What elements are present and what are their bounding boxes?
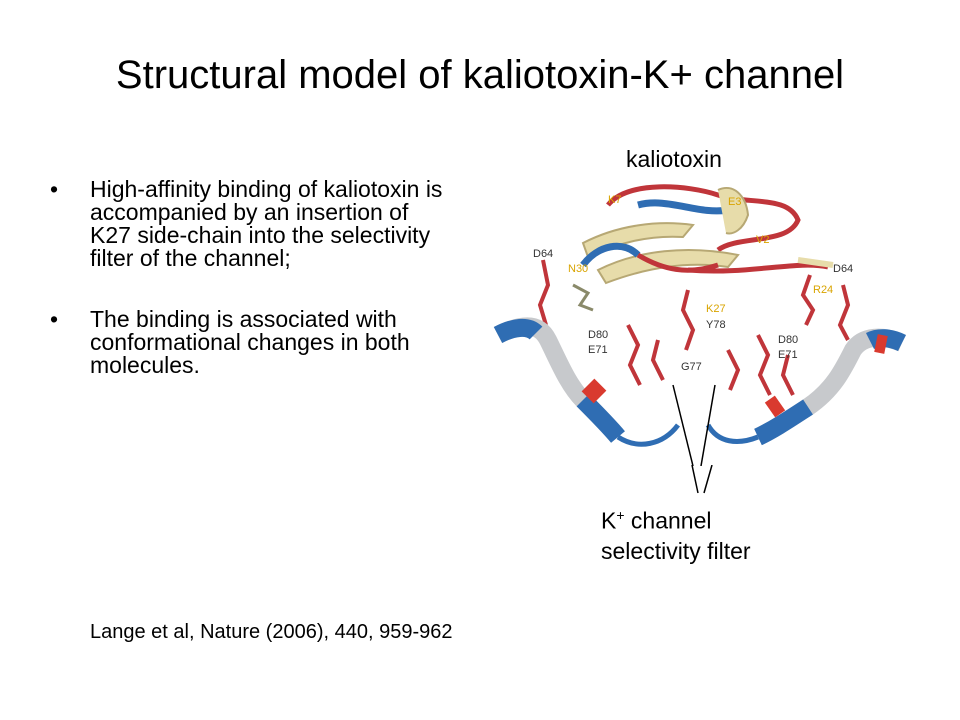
selectivity-filter-label-line1: K+ channel — [601, 500, 751, 536]
pointer-line — [700, 384, 716, 467]
structure-illustration: K7 E3 V2 D64 N30 D64 R24 K27 Y78 D80 E71… — [493, 184, 907, 467]
bullet-list: • High-affinity binding of kaliotoxin is… — [50, 178, 450, 415]
n30-sidechain — [572, 283, 594, 312]
residue-label: D64 — [533, 248, 553, 260]
residue-label: R24 — [813, 284, 833, 296]
pointer-line-extension — [691, 465, 713, 494]
toxin-strand — [637, 199, 729, 215]
residue-label: Y78 — [706, 319, 726, 331]
toxin-loop — [606, 184, 801, 253]
slide-title: Structural model of kaliotoxin-K+ channe… — [115, 53, 845, 97]
residue-label: E3 — [728, 196, 741, 208]
residue-label: D80 — [588, 329, 608, 341]
helix-segment — [874, 334, 888, 354]
toxin-loop — [636, 252, 719, 273]
charge-sup: + — [616, 507, 625, 523]
toxin-tail — [797, 257, 834, 268]
kaliotoxin-label: kaliotoxin — [626, 146, 722, 172]
residue-label: N30 — [568, 263, 588, 275]
toxin-strand — [580, 242, 641, 268]
channel-loop — [705, 423, 759, 444]
bullet-item: • The binding is associated with conform… — [50, 308, 450, 377]
residue-label: G77 — [681, 361, 702, 373]
channel-word: channel — [624, 507, 712, 534]
residue-label: V2 — [756, 234, 769, 246]
sidechains — [537, 259, 851, 396]
bullet-marker: • — [50, 176, 59, 202]
toxin-helix — [717, 187, 750, 235]
protein-structure-figure: K7 E3 V2 D64 N30 D64 R24 K27 Y78 D80 E71… — [488, 175, 912, 467]
helix-segment — [764, 395, 786, 418]
helix-segment — [576, 393, 625, 443]
residue-label: D64 — [833, 263, 853, 275]
residue-label: E71 — [588, 344, 608, 356]
bullet-text: High-affinity binding of kaliotoxin is a… — [90, 176, 443, 271]
k-symbol: K — [601, 507, 617, 534]
helix-segment — [581, 378, 607, 404]
bullet-marker: • — [50, 306, 59, 332]
bullet-text: The binding is associated with conformat… — [90, 306, 410, 378]
pointer-line — [672, 384, 694, 467]
residue-label: K27 — [706, 303, 726, 315]
helix-segment — [493, 319, 543, 344]
selectivity-filter-label-line2: selectivity filter — [601, 537, 751, 564]
helix-segment — [754, 399, 813, 446]
channel-loop — [616, 423, 680, 447]
residue-label: D80 — [778, 334, 798, 346]
bullet-item: • High-affinity binding of kaliotoxin is… — [50, 178, 450, 270]
residue-label: E71 — [778, 349, 798, 361]
selectivity-filter-label: K+ channel selectivity filter — [601, 500, 751, 566]
residue-label: K7 — [608, 194, 621, 206]
citation: Lange et al, Nature (2006), 440, 959-962 — [90, 621, 453, 643]
